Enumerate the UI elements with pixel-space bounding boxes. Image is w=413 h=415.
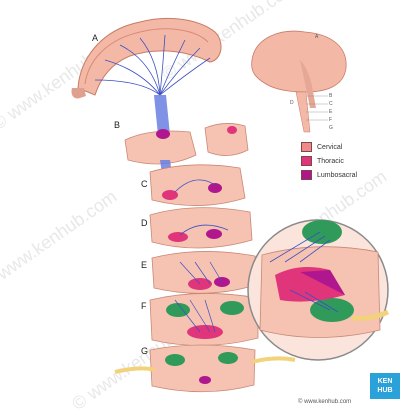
spinal-level-d <box>149 207 253 249</box>
legend-label-thoracic: Thoracic <box>317 157 344 165</box>
legend-item-thoracic: Thoracic <box>301 155 387 167</box>
corticospinal-fibers <box>94 34 211 96</box>
spinal-level-g <box>114 344 296 393</box>
inset-label-g: G <box>329 125 333 131</box>
label-a: A <box>92 33 99 43</box>
label-f: F <box>141 301 147 311</box>
legend: Cervical Thoracic Lumbosacral <box>301 141 387 183</box>
inset-label-c: C <box>329 101 333 107</box>
inset-label-d: D <box>290 100 294 106</box>
inset-label-f: F <box>329 117 333 123</box>
logo-line-1: KEN <box>377 378 393 385</box>
inset-label-e: E <box>329 109 333 115</box>
label-e: E <box>141 260 148 270</box>
inset-label-a: A <box>315 34 319 40</box>
inset-label-b: B <box>329 93 333 99</box>
legend-item-cervical: Cervical <box>301 141 387 153</box>
inset-brain-sagittal <box>251 30 347 133</box>
descending-tract-upper <box>154 95 170 135</box>
label-g: G <box>141 346 149 356</box>
spinal-level-f <box>149 293 259 346</box>
label-c: C <box>141 179 148 189</box>
legend-swatch-thoracic <box>301 156 312 166</box>
legend-swatch-cervical <box>301 142 312 152</box>
label-b: B <box>114 120 121 130</box>
magnified-inset-circle <box>247 219 390 361</box>
legend-item-lumbosacral: Lumbosacral <box>301 169 387 181</box>
legend-label-lumbosacral: Lumbosacral <box>317 171 358 179</box>
cerebral-cortex-section <box>71 17 222 99</box>
label-d: D <box>141 218 148 228</box>
legend-label-cervical: Cervical <box>317 143 343 151</box>
legend-swatch-lumbosacral <box>301 170 312 180</box>
kenhub-logo: KEN HUB <box>370 373 400 399</box>
spinal-level-c <box>149 164 246 206</box>
spinal-level-b <box>124 123 249 165</box>
logo-line-2: HUB <box>377 387 393 394</box>
copyright-credit: © www.kenhub.com <box>298 399 352 405</box>
spinal-level-e <box>151 251 257 294</box>
